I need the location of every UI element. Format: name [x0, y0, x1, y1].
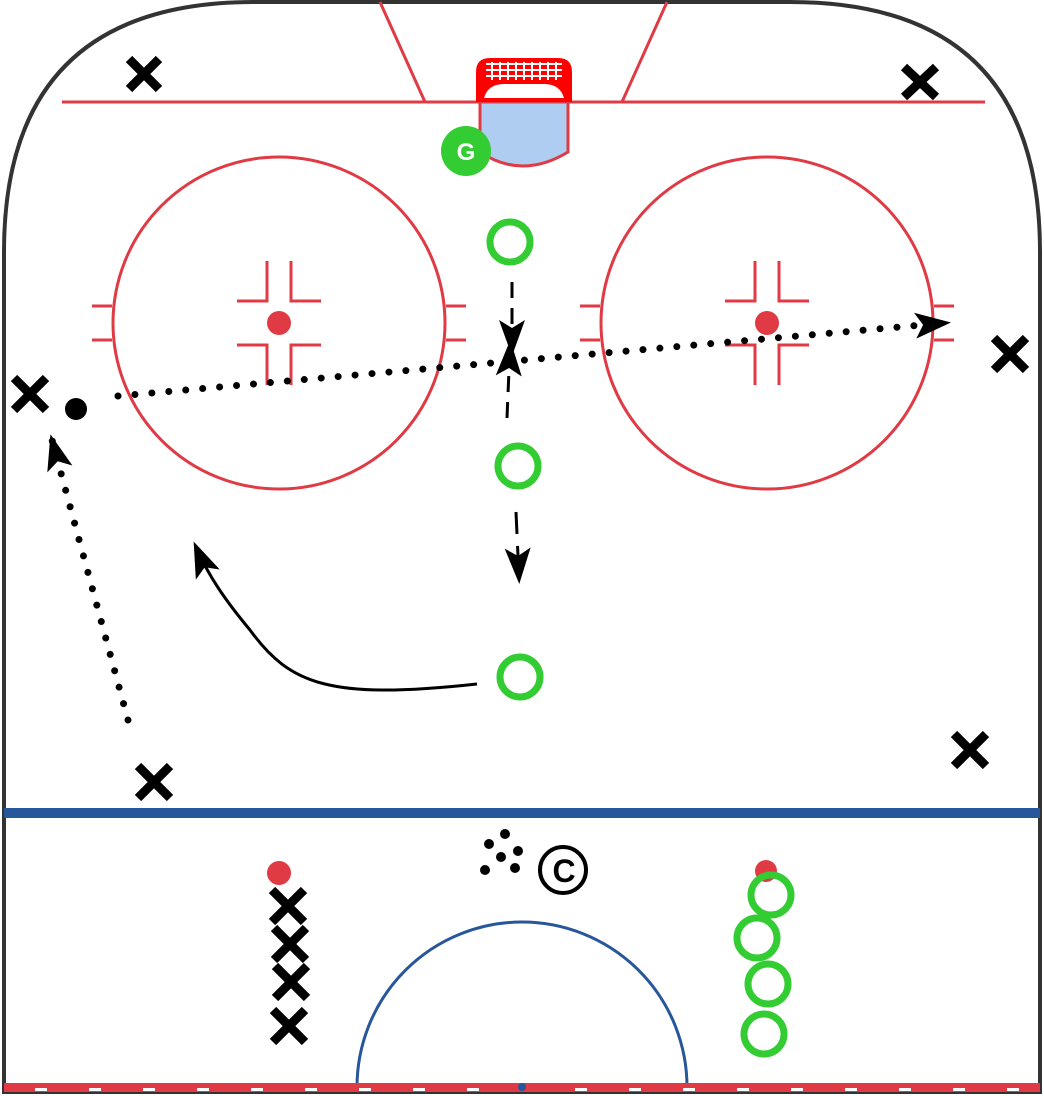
opponent-players — [10, 55, 1030, 1046]
coach-marker: C — [538, 845, 588, 895]
faceoff-circle-left — [92, 155, 466, 491]
trapezoid-left — [378, 1, 427, 103]
team-players — [486, 218, 795, 1058]
o-player-icon — [496, 653, 544, 701]
o-player-icon — [494, 442, 542, 490]
faceoff-dot-right — [755, 311, 779, 335]
faceoff-dot-left — [267, 311, 291, 335]
x-player-icon — [900, 63, 940, 101]
goal-crease — [478, 100, 570, 168]
center-circle — [355, 920, 689, 1088]
x-player-icon — [134, 762, 174, 802]
goalie-marker: G — [441, 126, 491, 176]
blue-line — [4, 808, 1040, 818]
center-line-dashes — [35, 1088, 1019, 1091]
o-player-icon — [747, 871, 795, 919]
skate-backward-down-2 — [504, 511, 531, 584]
x-player-icon — [125, 55, 163, 93]
faceoff-circle-right — [580, 155, 954, 491]
x-player-icon — [271, 962, 311, 1002]
o-player-icon — [733, 914, 781, 962]
pass-path-dotted-up — [47, 434, 132, 724]
x-player-icon — [10, 374, 50, 414]
skate-backward-up — [495, 340, 522, 419]
x-player-icon — [269, 1006, 309, 1046]
puck — [65, 398, 87, 420]
puck-pile-icon — [480, 829, 523, 875]
x-player-icon — [990, 334, 1030, 374]
o-player-icon — [744, 960, 792, 1008]
center-dot — [518, 1083, 526, 1091]
skate-path-curve — [193, 541, 478, 692]
o-player-icon — [486, 218, 534, 266]
o-player-icon — [740, 1010, 788, 1058]
x-player-icon — [268, 886, 308, 926]
x-player-icon — [950, 730, 990, 770]
trapezoid-right — [620, 1, 669, 103]
goalie-label: G — [457, 139, 476, 166]
pass-path-dotted — [114, 312, 951, 400]
goal-net-icon — [476, 58, 572, 102]
neutral-dot-left — [267, 861, 291, 885]
x-player-icon — [270, 924, 310, 964]
coach-label: C — [552, 853, 575, 889]
